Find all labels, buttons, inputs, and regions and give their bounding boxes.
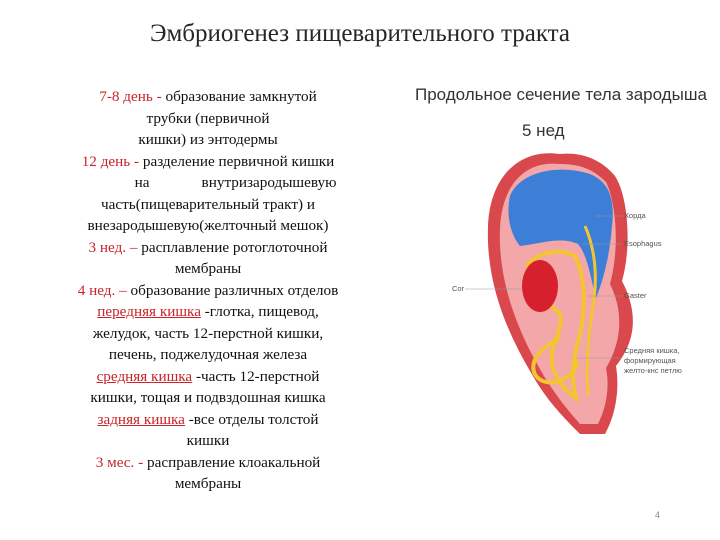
text-line: 7-8 день - образование замкнутой [30,86,386,108]
highlight: 12 день - [81,152,140,170]
text-fragment: -часть 12-перстной [192,367,320,385]
heart [522,260,558,312]
text-line: мембраны [174,260,242,277]
slide-title: Эмбриогенез пищеварительного тракта [149,20,571,47]
text-line: желудок, часть 12-перстной кишки, [92,324,324,342]
primary-gut [525,249,586,404]
neural-tube [508,169,613,298]
text-fragment: образование различных отделов [126,281,339,299]
label-midgut-2: формирующая [624,356,676,365]
label-cor: Cor [452,284,465,293]
label-chorda: Хорда [624,211,646,220]
text-line: на внутризародышевую [30,172,386,194]
highlight: 3 мес. - [95,453,144,471]
embryogenesis-text: 7-8 день - образование замкнутой трубки … [30,86,386,495]
highlight: средняя кишка [96,367,193,385]
text-line: кишки, тощая и подвздошная кишка [90,389,326,406]
midgut-loop [531,336,579,385]
text-line: трубки (первичной [146,109,270,127]
highlight: 3 нед. – [88,238,138,256]
text-line: кишки) из энтодермы [138,131,278,148]
label-midgut-3: желто-кнс петлю [624,366,682,375]
text-fragment: разделение первичной кишки [139,152,335,170]
notochord [583,225,597,397]
text-line: средняя кишка -часть 12-перстной [30,366,386,388]
text-line: передняя кишка -глотка, пищевод, [30,301,386,323]
figure-week-label: 5 нед [522,121,565,140]
highlight: 4 нед. – [77,281,127,299]
text-fragment: -глотка, пищевод, [200,303,319,320]
highlight: 7-8 день - [99,88,162,105]
text-fragment: расплавление ротоглоточной [137,238,328,256]
leader-lines [465,215,622,359]
label-midgut-1: Средняя кишка, [624,346,680,355]
text-fragment: внутризародышевую [201,174,337,191]
figure-title: Продольное сечение тела зародыша [415,85,707,104]
highlight: задняя кишка [97,410,185,428]
label-gaster: Gaster [624,291,647,300]
text-line: часть(пищеварительный тракт) и [101,195,315,213]
text-line: 4 нед. – образование различных отделов [30,280,386,302]
text-fragment: на [134,174,150,191]
text-fragment: -все отделы толстой [184,410,319,428]
embryo-diagram: Продольное сечение тела зародыша 5 нед Х… [415,85,707,434]
text-line: 3 нед. – расплавление ротоглоточной [30,237,386,259]
page-number: 4 [655,510,661,520]
text-line: кишки [186,432,230,449]
text-line: печень, поджелудочная железа [108,346,308,363]
text-line: задняя кишка -все отделы толстой [30,409,386,431]
text-line: 3 мес. - расправление клоакальной [30,452,386,474]
text-line: 12 день - разделение первичной кишки [30,151,386,173]
text-line: мембраны [174,475,242,492]
label-esophagus: Esophagus [624,239,662,248]
embryo-section-figure: Продольное сечение тела зародыша 5 нед Х… [410,76,710,436]
highlight: передняя кишка [97,303,201,320]
text-line: внезародышевую(желточный мешок) [87,217,329,234]
text-fragment: образование замкнутой [161,88,317,105]
text-fragment: расправление клоакальной [143,453,321,471]
